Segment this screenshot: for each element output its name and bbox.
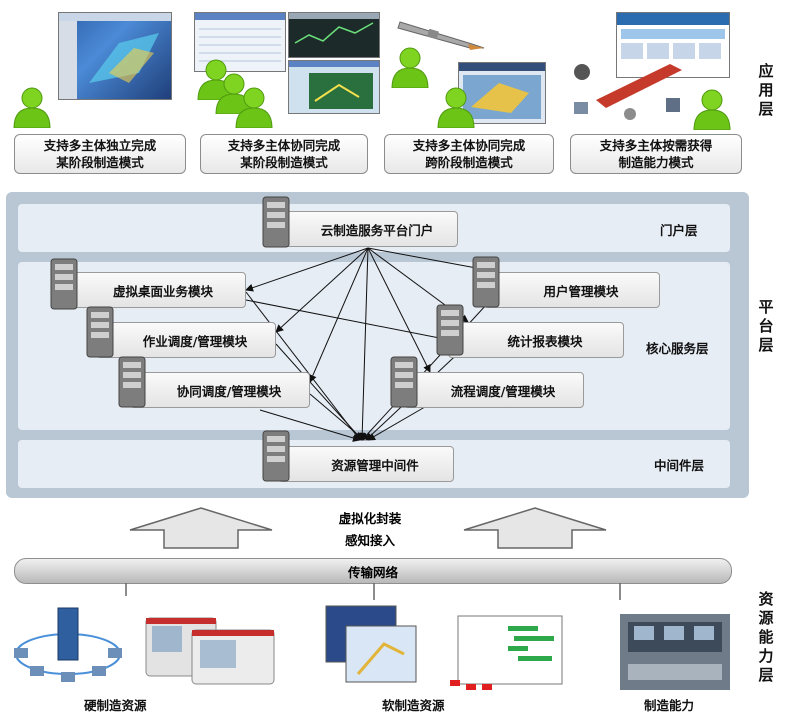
- gantt-chart-thumbnail: [450, 615, 563, 690]
- person-icon: [215, 73, 253, 114]
- capability-resource-label: 制造能力: [644, 698, 695, 713]
- simulation-screen-icon: [289, 61, 379, 109]
- mode-box-collab-stage: 支持多主体协同完成 某阶段制造模式: [200, 134, 368, 174]
- person-icon: [391, 47, 429, 88]
- server-icon: [390, 356, 418, 408]
- mode-line2: 某阶段制造模式: [240, 155, 328, 170]
- side-label-resource: 资源能力层: [758, 590, 776, 684]
- transport-network-bar: 传输网络: [14, 558, 732, 584]
- capability-collage: [570, 50, 690, 124]
- person-icon: [13, 87, 51, 128]
- collab-scheduling-module-label: 协同调度/管理模块: [176, 383, 282, 399]
- capability-parts-icon: [574, 64, 682, 120]
- control-room-icon: [620, 614, 730, 690]
- network-icon: [14, 607, 122, 682]
- job-scheduling-module-label: 作业调度/管理模块: [142, 333, 248, 349]
- simulation-screenshot-thumbnail: [288, 60, 380, 114]
- portal-module: 云制造服务平台门户: [278, 211, 458, 247]
- person-icon: [235, 87, 273, 128]
- terminal-screen-icon: [289, 13, 379, 44]
- statistics-module: 统计报表模块: [448, 322, 624, 358]
- spreadsheet-screenshot-thumbnail: [194, 12, 286, 72]
- workflow-module-label: 流程调度/管理模块: [450, 383, 556, 399]
- middleware-module: 资源管理中间件: [278, 446, 454, 482]
- mode-line2: 某阶段制造模式: [56, 155, 144, 170]
- mode-line1: 支持多主体协同完成: [227, 138, 341, 153]
- hard-resource-label: 硬制造资源: [84, 698, 147, 713]
- mode-line1: 支持多主体按需获得: [599, 138, 713, 153]
- side-label-application: 应用层: [758, 62, 776, 118]
- user-mgmt-module: 用户管理模块: [484, 272, 660, 308]
- access-text: 虚拟化封装 感知接入: [330, 508, 410, 552]
- server-icon: [472, 256, 500, 308]
- virtual-desktop-module-label: 虚拟桌面业务模块: [112, 283, 213, 299]
- server-icon: [262, 430, 290, 482]
- server-icon: [86, 306, 114, 358]
- cnc-machine-icon: [145, 617, 275, 685]
- assembly-screen-icon: [459, 63, 545, 119]
- portal-layer-label: 门户层: [660, 223, 698, 238]
- access-line1: 虚拟化封装: [338, 511, 402, 526]
- arrow-up-icon: [129, 507, 273, 549]
- server-icon: [118, 356, 146, 408]
- core-layer-label: 核心服务层: [646, 341, 709, 356]
- portal-module-label: 云制造服务平台门户: [320, 222, 434, 238]
- mode-box-on-demand: 支持多主体按需获得 制造能力模式: [570, 134, 742, 174]
- server-icon: [436, 304, 464, 356]
- terminal-screenshot-thumbnail: [288, 12, 380, 58]
- missile-icon: [397, 21, 485, 50]
- table-screen-icon: [195, 13, 285, 62]
- arrow-up-icon: [463, 507, 607, 549]
- server-icon: [50, 258, 78, 310]
- mode-line2: 跨阶段制造模式: [425, 155, 513, 170]
- statistics-module-label: 统计报表模块: [507, 333, 583, 349]
- user-mgmt-module-label: 用户管理模块: [543, 283, 619, 299]
- middleware-layer-label: 中间件层: [654, 458, 705, 473]
- mode-line2: 制造能力模式: [618, 155, 694, 170]
- job-scheduling-module: 作业调度/管理模块: [96, 322, 276, 358]
- side-label-platform: 平台层: [758, 298, 776, 354]
- cad-screenshot-thumbnail: [58, 12, 172, 100]
- mode-box-independent: 支持多主体独立完成 某阶段制造模式: [14, 134, 186, 174]
- soft-resource-label: 软制造资源: [382, 698, 445, 713]
- mode-box-collab-cross-stage: 支持多主体协同完成 跨阶段制造模式: [384, 134, 554, 174]
- mode-line1: 支持多主体独立完成: [43, 138, 157, 153]
- mode-line1: 支持多主体协同完成: [412, 138, 526, 153]
- middleware-module-label: 资源管理中间件: [331, 457, 419, 473]
- web-page-icon: [617, 13, 729, 59]
- workflow-module: 流程调度/管理模块: [404, 372, 584, 408]
- cad-model-icon: [59, 13, 171, 99]
- assembly-screenshot-thumbnail: [458, 62, 546, 124]
- network-label: 传输网络: [347, 564, 398, 580]
- person-icon: [693, 89, 731, 130]
- person-icon: [437, 87, 475, 128]
- access-line2: 感知接入: [344, 533, 395, 548]
- screen-thumbnail-icon: [325, 605, 417, 683]
- server-icon: [262, 196, 290, 248]
